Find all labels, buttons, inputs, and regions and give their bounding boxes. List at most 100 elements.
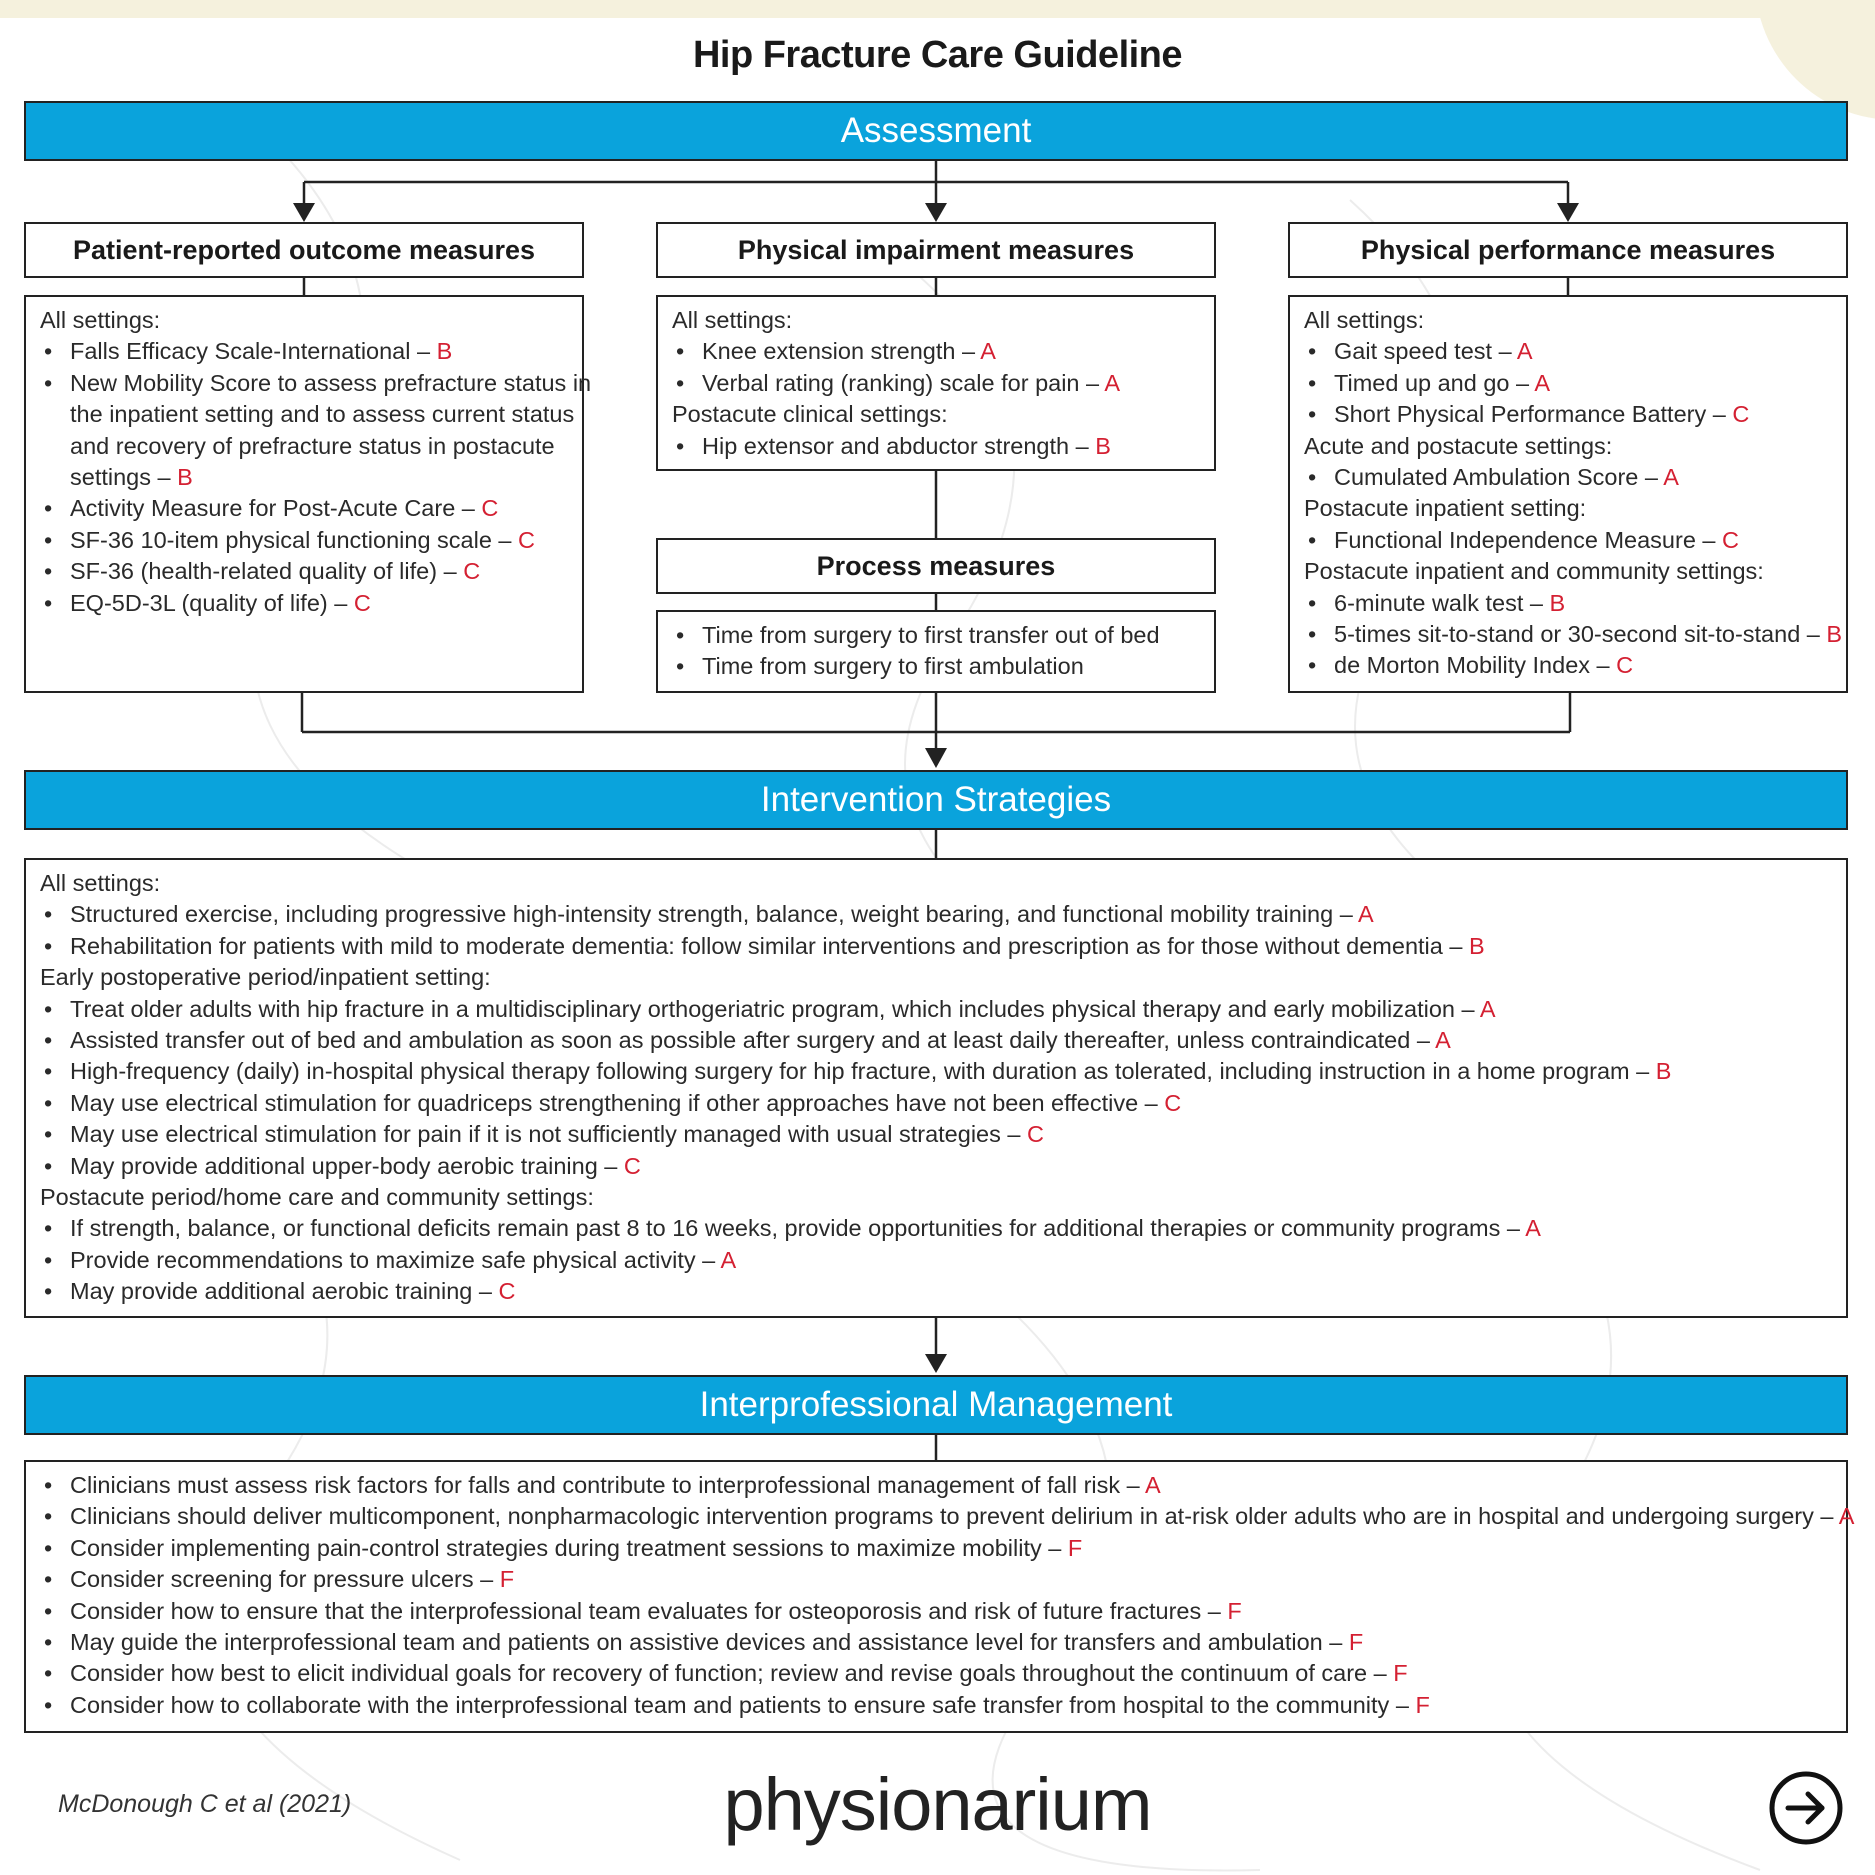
physical-performance-box: All settings:Gait speed test – ATimed up… [1288, 295, 1848, 693]
grade-separator: – [1079, 369, 1105, 396]
evidence-grade: A [1516, 338, 1533, 365]
item-text: Short Physical Performance Battery [1334, 401, 1707, 428]
item-text: Activity Measure for Post-Acute Care [70, 495, 456, 522]
evidence-grade: B [1655, 1058, 1672, 1085]
list-item: Verbal rating (ranking) scale for pain –… [672, 368, 1202, 400]
list-item: May provide additional upper-body aerobi… [40, 1151, 1834, 1183]
list-item: 6-minute walk test – B [1304, 588, 1834, 620]
list-item: Falls Efficacy Scale-International – B [40, 336, 570, 368]
grade-separator: – [1333, 901, 1359, 928]
evidence-grade: B [1549, 589, 1566, 616]
item-text: SF-36 (health-related quality of life) [70, 558, 438, 585]
evidence-grade: C [1027, 1121, 1044, 1148]
list-item: Hip extensor and abductor strength – B [672, 431, 1202, 463]
item-text: de Morton Mobility Index [1334, 652, 1591, 679]
list-item: Short Physical Performance Battery – C [1304, 399, 1834, 431]
item-text: Early postoperative period/inpatient set… [40, 964, 491, 991]
evidence-grade: C [353, 589, 371, 616]
item-text: Hip extensor and abductor strength [702, 432, 1070, 459]
grade-separator: – [1454, 995, 1480, 1022]
evidence-grade: F [1348, 1629, 1364, 1656]
item-text: 5-times sit-to-stand or 30-second sit-to… [1334, 621, 1801, 648]
item-text: Consider how best to elicit individual g… [70, 1660, 1368, 1687]
grade-separator: – [455, 495, 482, 522]
list-item: Timed up and go – A [1304, 368, 1834, 400]
evidence-grade: C [518, 526, 536, 553]
evidence-grade: C [1164, 1089, 1182, 1116]
grade-separator: – [1706, 401, 1733, 428]
grade-separator: – [1629, 1058, 1656, 1085]
item-text: Rehabilitation for patients with mild to… [70, 932, 1443, 959]
item-text: May use electrical stimulation for quadr… [70, 1089, 1139, 1116]
list-item-continuation: settings – B [40, 462, 570, 493]
item-text: New Mobility Score to assess prefracture… [70, 369, 592, 396]
item-text: Acute and postacute settings: [1304, 432, 1613, 459]
item-text: Assisted transfer out of bed and ambulat… [70, 1027, 1411, 1054]
list-item: SF-36 10-item physical functioning scale… [40, 525, 570, 557]
list-item: Consider how to collaborate with the int… [40, 1690, 1834, 1722]
arrow-right-circle-icon[interactable] [1768, 1770, 1844, 1846]
grade-separator: – [1000, 1121, 1028, 1148]
list-item: Cumulated Ambulation Score – A [1304, 462, 1834, 494]
item-text: May provide additional aerobic training [70, 1278, 473, 1305]
grade-separator: – [695, 1246, 721, 1273]
grade-separator: – [1201, 1597, 1228, 1624]
item-text: Gait speed test [1334, 338, 1493, 365]
list-item: Time from surgery to first ambulation [672, 651, 1202, 683]
item-text: Time from surgery to first transfer out … [702, 622, 1160, 648]
item-text: Time from surgery to first ambulation [702, 653, 1084, 680]
list-item-continuation: the inpatient setting and to assess curr… [40, 399, 574, 430]
item-text: Clinicians should deliver multicomponent… [70, 1503, 1814, 1530]
grade-separator: – [1523, 589, 1550, 616]
evidence-grade: A [1358, 901, 1374, 928]
evidence-grade: F [1415, 1691, 1430, 1718]
process-measures-box: Time from surgery to first transfer out … [656, 610, 1216, 693]
list-item: Structured exercise, including progressi… [40, 899, 1834, 931]
item-text: Consider screening for pressure ulcers [70, 1566, 474, 1593]
evidence-grade: A [1144, 1472, 1161, 1498]
grade-separator: – [473, 1566, 500, 1593]
item-text: May provide additional upper-body aerobi… [70, 1152, 598, 1179]
evidence-grade: C [623, 1152, 641, 1179]
list-item: Provide recommendations to maximize safe… [40, 1245, 1834, 1277]
list-item: 5-times sit-to-stand or 30-second sit-to… [1304, 619, 1842, 651]
grade-separator: – [1138, 1089, 1165, 1116]
list-item: Time from surgery to first transfer out … [672, 620, 1202, 652]
list-item: Clinicians should deliver multicomponent… [40, 1501, 1854, 1533]
evidence-grade: C [1616, 652, 1634, 679]
list-item: High-frequency (daily) in-hospital physi… [40, 1056, 1834, 1088]
evidence-grade: C [1732, 401, 1750, 428]
intervention-band: Intervention Strategies [24, 770, 1848, 830]
evidence-grade: B [1095, 432, 1111, 459]
brand-logo: physionarium [723, 1763, 1152, 1846]
evidence-grade: F [1227, 1597, 1242, 1624]
setting-label: Early postoperative period/inpatient set… [40, 962, 1834, 993]
process-measures-header: Process measures [656, 538, 1216, 594]
grade-separator: – [472, 1278, 499, 1305]
intervention-box: All settings:Structured exercise, includ… [24, 858, 1848, 1318]
grade-separator: – [491, 526, 519, 553]
evidence-grade: A [720, 1246, 737, 1273]
item-text: Consider how to collaborate with the int… [70, 1691, 1390, 1718]
item-text: Postacute clinical settings: [672, 401, 948, 428]
item-text: 6-minute walk test [1334, 589, 1524, 616]
list-item: Consider screening for pressure ulcers –… [40, 1564, 1834, 1596]
item-text: If strength, balance, or functional defi… [70, 1215, 1501, 1242]
grade-separator: – [1389, 1691, 1416, 1718]
item-text: Treat older adults with hip fracture in … [70, 995, 1455, 1022]
evidence-grade: B [1826, 621, 1843, 648]
item-text: Knee extension strength [702, 338, 956, 365]
item-text: May use electrical stimulation for pain … [70, 1121, 1001, 1148]
list-item: de Morton Mobility Index – C [1304, 650, 1834, 682]
list-item: May use electrical stimulation for quadr… [40, 1088, 1834, 1120]
patient-reported-header: Patient-reported outcome measures [24, 222, 584, 278]
grade-separator: – [1695, 526, 1723, 553]
item-text: Timed up and go [1334, 369, 1510, 396]
grade-separator: – [1638, 464, 1664, 491]
patient-reported-box: All settings:Falls Efficacy Scale-Intern… [24, 295, 591, 693]
evidence-grade: A [1479, 995, 1496, 1022]
evidence-grade: B [1468, 932, 1485, 959]
item-text: Postacute inpatient setting: [1304, 495, 1587, 522]
item-text: Provide recommendations to maximize safe… [70, 1246, 696, 1273]
